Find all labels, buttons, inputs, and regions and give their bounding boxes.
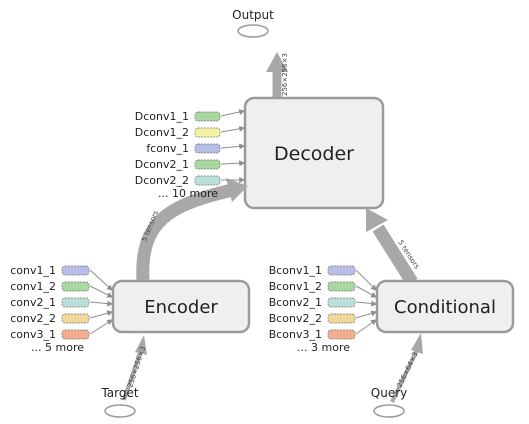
aux-input-label: conv2_2 [10,312,56,325]
aux-input-label: Bconv1_1 [269,264,322,277]
aux-input[interactable]: Dconv1_2 [135,125,246,139]
aux-input-chip [327,281,356,292]
aux-input-chip [194,175,221,186]
encoder-node[interactable]: Encoder [111,279,251,334]
aux-input-label: Dconv2_2 [135,174,189,187]
aux-more-label[interactable]: ... 10 more [158,187,218,200]
aux-input-chip [194,127,221,138]
aux-input-label: Bconv2_2 [269,312,322,325]
decoder-label: Decoder [274,143,354,165]
target-label: Target [100,386,138,400]
aux-input-label: fconv_1 [146,142,189,155]
edge-conditional-decoder[interactable]: 5 tensors [366,208,421,286]
aux-input[interactable]: fconv_1 [146,142,246,155]
decoder-node[interactable]: Decoder [243,96,385,210]
query-label: Query [371,386,407,400]
aux-input-chip [61,297,90,308]
edge-label-query-conditional: 256×64×3 [396,351,420,389]
edge-label-decoder-output: 256×256×3 [281,53,289,96]
target-node[interactable]: Target [100,386,139,418]
decoder-aux-inputs: Dconv1_1 Dconv1_2 fconv_1 Dconv2_1 Dconv… [135,109,246,200]
aux-input-label: Bconv2_1 [269,296,322,309]
aux-input[interactable]: Bconv1_1 [269,264,377,291]
aux-input-chip [61,313,90,324]
aux-input-label: conv2_1 [10,296,56,309]
aux-input[interactable]: Dconv1_1 [135,109,246,123]
aux-input-chip [327,297,356,308]
aux-input-label: Dconv1_1 [135,110,189,123]
aux-input-chip [327,313,356,324]
edge-encoder-decoder[interactable]: 5 tensors [136,178,248,281]
aux-input[interactable]: conv2_1 [10,296,114,309]
aux-input-chip [194,143,221,154]
aux-input-chip [61,329,90,340]
aux-input-chip [327,265,356,276]
output-label: Output [232,8,274,22]
aux-input-label: Dconv2_1 [135,158,189,171]
edge-label-target-encoder: 256×256×3 [126,345,147,388]
encoder-aux-inputs: conv1_1 conv1_2 conv2_1 conv2_2 conv3_1 … [10,264,114,354]
aux-more-label[interactable]: ... 3 more [297,341,350,354]
aux-input-chip [194,159,221,170]
encoder-label: Encoder [144,297,218,318]
aux-input[interactable]: conv1_1 [10,264,113,291]
aux-input-label: Bconv3_1 [269,328,322,341]
conditional-aux-inputs: Bconv1_1 Bconv1_2 Bconv2_1 Bconv2_2 Bcon… [269,264,378,354]
aux-input[interactable]: Bconv1_2 [269,280,378,298]
aux-input[interactable]: Bconv2_1 [269,296,378,309]
output-node[interactable]: Output [232,8,274,38]
aux-input-label: Dconv1_2 [135,126,189,139]
aux-input-label: Bconv1_2 [269,280,322,293]
aux-more-label[interactable]: ... 5 more [31,341,84,354]
aux-input-label: conv1_2 [10,280,56,293]
aux-input[interactable]: conv2_2 [10,310,114,325]
aux-input[interactable]: Dconv2_2 [135,174,246,187]
aux-input-chip [194,111,221,122]
aux-input[interactable]: Dconv2_1 [135,158,246,171]
conditional-label: Conditional [394,297,496,318]
query-node[interactable]: Query [371,386,407,418]
aux-input-label: conv1_1 [10,264,56,277]
aux-input-chip [61,281,90,292]
aux-input-label: conv3_1 [10,328,56,341]
edge-decoder-output[interactable]: 256×256×3 [266,52,289,98]
conditional-node[interactable]: Conditional [375,279,515,334]
aux-input-chip [327,329,356,340]
aux-input[interactable]: conv3_1 [10,319,114,341]
aux-input-chip [61,265,90,276]
aux-input[interactable]: Bconv3_1 [269,319,377,341]
aux-input[interactable]: conv1_2 [10,280,114,298]
aux-input[interactable]: Bconv2_2 [269,310,378,325]
